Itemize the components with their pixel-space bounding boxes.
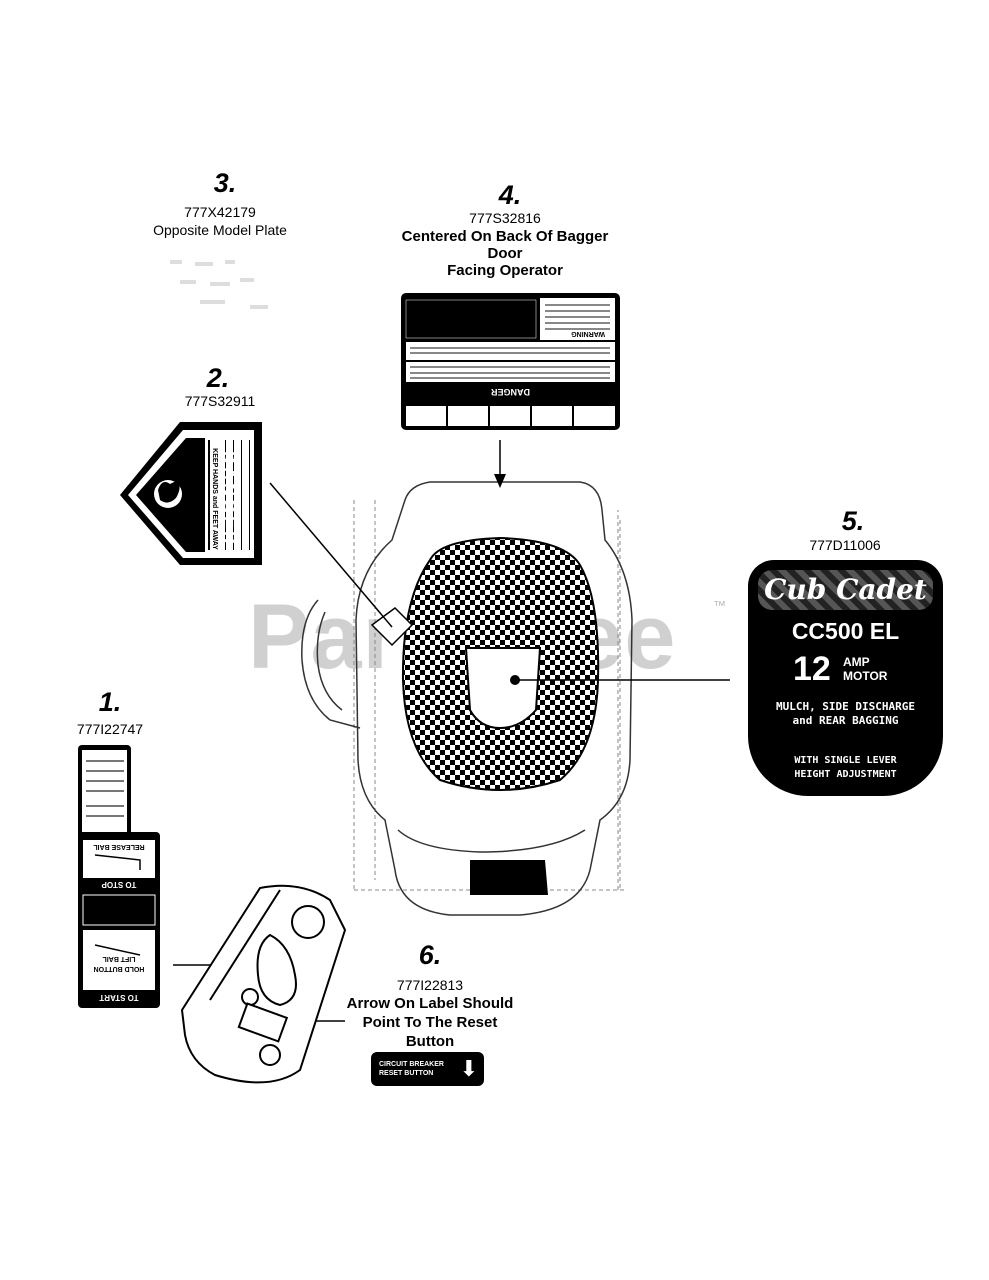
label5-adjustment: WITH SINGLE LEVER HEIGHT ADJUSTMENT [748, 754, 943, 782]
callout-3-number: 3. [213, 168, 237, 198]
leader-5-dot [510, 675, 520, 685]
callout-3-caption: Opposite Model Plate [153, 222, 287, 238]
callout-6-caption-line2: Point To The Reset [362, 1014, 498, 1031]
label5-desc-line2: and REAR BAGGING [792, 714, 899, 727]
label6: CIRCUIT BREAKER RESET BUTTON ⬇ [371, 1052, 484, 1086]
label1-release-bail: RELEASE BAIL [93, 843, 145, 850]
label2 [120, 422, 262, 565]
down-arrow-icon: ⬇ [459, 1056, 478, 1081]
label6-line1: CIRCUIT BREAKER [379, 1061, 444, 1068]
control-box [180, 884, 347, 1084]
callout-4-number: 4. [498, 180, 522, 210]
label1-to-stop: TO STOP [101, 880, 137, 889]
label1 [78, 745, 160, 1008]
callout-6-caption-line3: Button [405, 1033, 455, 1050]
callout-4-part-number: 777S32816 [469, 210, 541, 226]
callout-4-caption-line2: Door [487, 245, 523, 262]
label5: Cub Cadet CC500 EL 12 AMP MOTOR MULCH, S… [748, 560, 943, 796]
callout-4-caption-line1: Centered On Back Of Bagger [401, 228, 609, 245]
label5-brand: Cub Cadet [758, 570, 933, 610]
callout-1-part-number: 777I22747 [76, 721, 144, 737]
rear-handle [470, 860, 548, 895]
label5-amp-motor: MOTOR [843, 669, 888, 683]
label5-amp-value: 12 [793, 650, 831, 688]
label5-desc-line1: MULCH, SIDE DISCHARGE [775, 700, 916, 713]
callout-6-caption-line1: Arrow On Label Should [346, 995, 514, 1012]
label2-text: DANGER KEEP HANDS and FEET AWAY [211, 444, 239, 554]
label6-text: CIRCUIT BREAKER RESET BUTTON [379, 1060, 444, 1078]
label4-header: DANGER [490, 387, 530, 397]
label5-amp-unit: AMP [843, 655, 870, 669]
callout-6-number: 6. [418, 940, 442, 970]
label5-amp-text: AMP MOTOR [843, 655, 887, 683]
label4 [401, 293, 620, 430]
model-plate-faint [170, 260, 268, 309]
label1-lift-bail: LIFT BAIL [102, 955, 136, 962]
watermark-trademark: ™ [713, 598, 726, 613]
callout-2-part-number: 777S32911 [184, 393, 256, 409]
label2-title: DANGER [219, 450, 239, 547]
label5-adj-line1: WITH SINGLE LEVER [794, 755, 897, 766]
leader-2 [269, 482, 393, 628]
callout-5-part-number: 777D11006 [809, 537, 881, 553]
callout-6-part-number: 777I22813 [396, 977, 464, 993]
leader-4-arrow [494, 474, 506, 488]
callout-3-part-number: 777X42179 [184, 204, 256, 220]
callout-5-number: 5. [841, 506, 865, 536]
label5-model: CC500 EL [791, 618, 900, 644]
callout-1-number: 1. [98, 687, 122, 717]
callout-2-number: 2. [206, 363, 230, 393]
callout-4-caption-line3: Facing Operator [447, 262, 563, 279]
mower-outline [353, 500, 625, 891]
label4-warning: WARNING [571, 330, 605, 337]
label2-subtitle: KEEP HANDS and FEET AWAY [211, 448, 218, 550]
label5-description: MULCH, SIDE DISCHARGE and REAR BAGGING [748, 700, 943, 728]
label5-location [464, 647, 542, 730]
label1-to-start: TO START [99, 993, 139, 1002]
label6-line2: RESET BUTTON [379, 1070, 434, 1077]
label1-hold-button: HOLD BUTTON [93, 965, 145, 972]
label5-adj-line2: HEIGHT ADJUSTMENT [794, 769, 897, 780]
mower-body [301, 481, 633, 916]
